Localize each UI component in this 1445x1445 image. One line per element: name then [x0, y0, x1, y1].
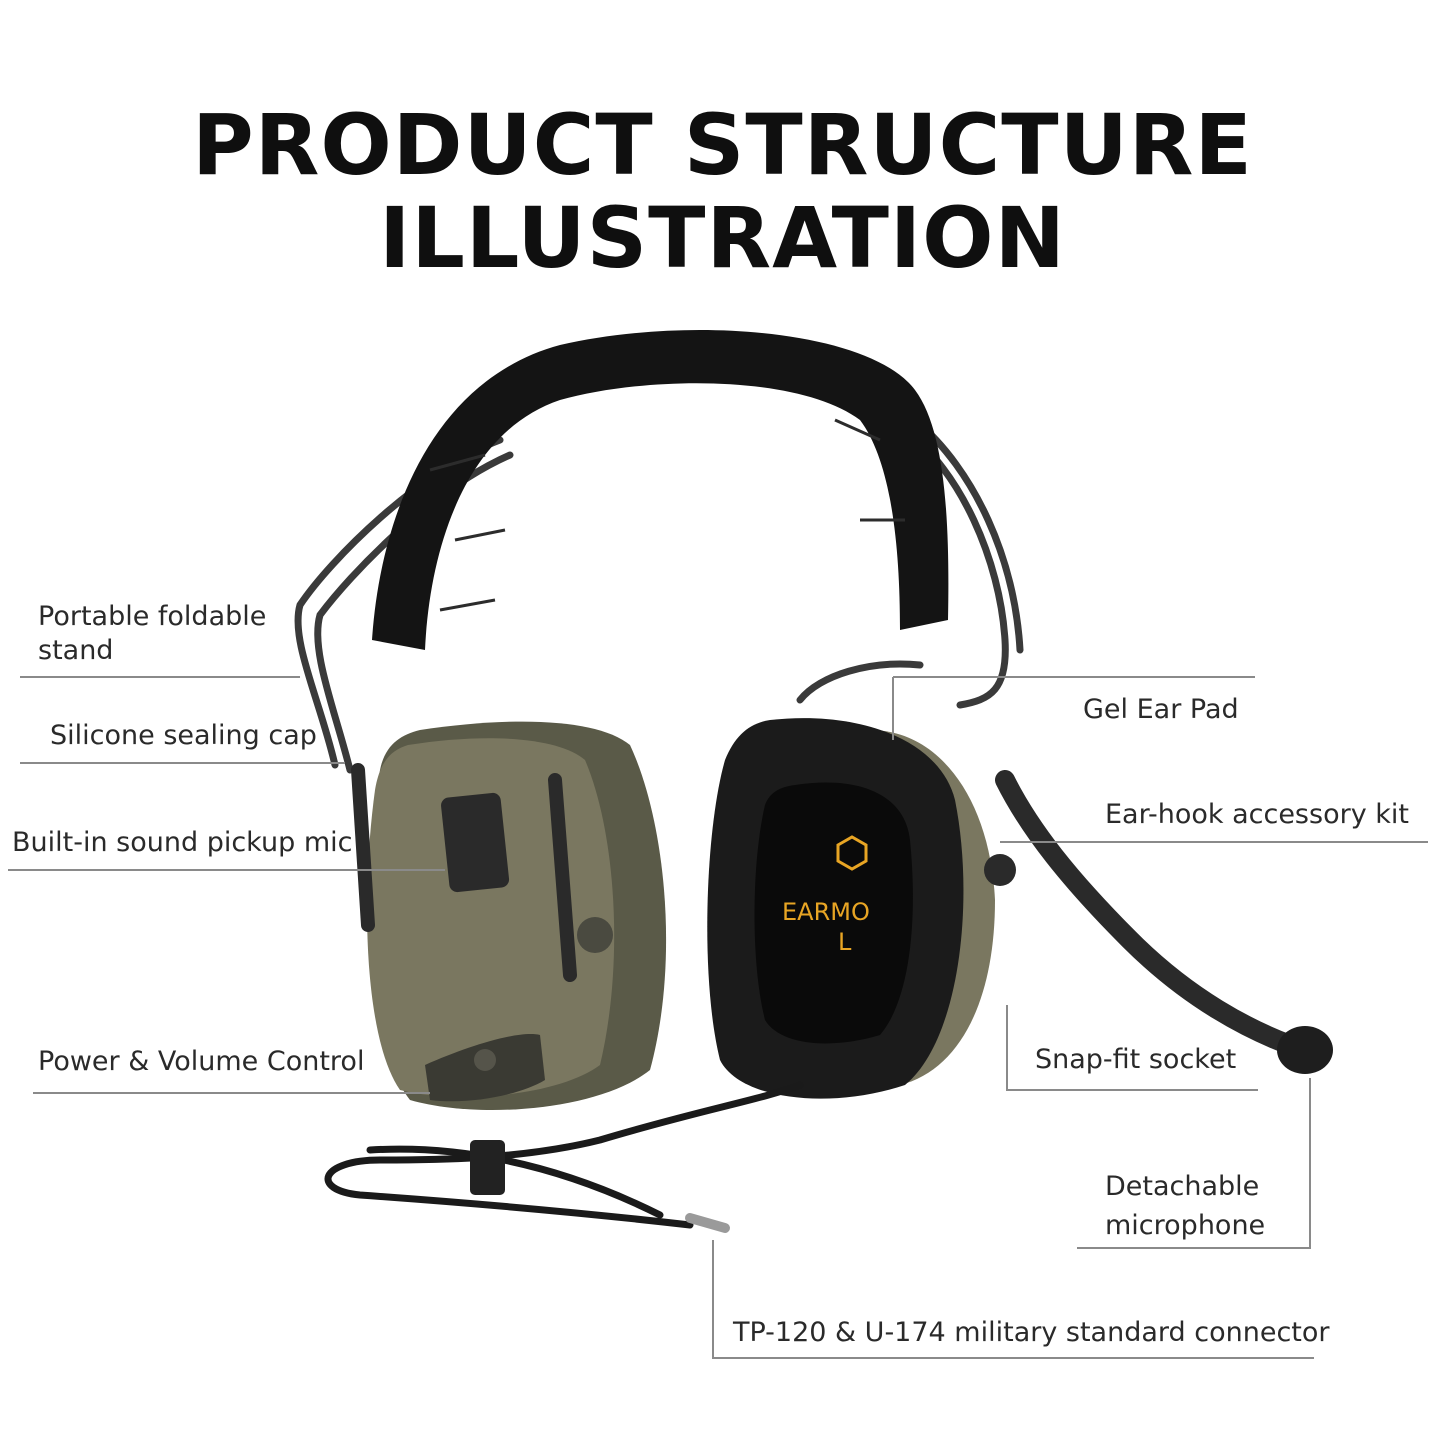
left-ear-cup — [367, 721, 667, 1110]
label-power-volume: Power & Volume Control — [38, 1046, 365, 1077]
headband — [372, 330, 949, 650]
cable — [324, 1081, 804, 1233]
label-sealing-cap: Silicone sealing cap — [50, 720, 317, 751]
mic-grille — [441, 792, 510, 893]
earmor-logo-icon — [836, 835, 868, 871]
label-foldable-stand-line1: Portable foldable — [38, 601, 267, 632]
label-detachable-mic-line1: Detachable — [1105, 1171, 1260, 1202]
cup-brand-text: EARMO — [782, 898, 870, 926]
right-ear-cup: EARMO L — [707, 718, 995, 1099]
label-pickup-mic: Built-in sound pickup mic — [12, 827, 353, 858]
connector-plug-icon — [685, 1213, 730, 1233]
cable-strap — [470, 1140, 505, 1195]
label-connector: TP-120 & U-174 military standard connect… — [733, 1317, 1330, 1348]
label-snap-fit: Snap-fit socket — [1035, 1044, 1237, 1075]
page-title-line1: PRODUCT STRUCTURE — [192, 96, 1253, 194]
mic-foam-icon — [1277, 1026, 1333, 1074]
cup-side-text: L — [838, 928, 852, 956]
boom-microphone — [984, 770, 1333, 1074]
label-ear-hook: Ear-hook accessory kit — [1105, 799, 1409, 830]
left-arm-rods — [351, 763, 577, 982]
label-gel-ear-pad: Gel Ear Pad — [1083, 694, 1239, 725]
page-title-line2: ILLUSTRATION — [379, 189, 1066, 287]
label-foldable-stand-line2: stand — [38, 635, 114, 666]
leader-lines — [8, 676, 1428, 1359]
label-detachable-mic-line2: microphone — [1105, 1210, 1266, 1241]
